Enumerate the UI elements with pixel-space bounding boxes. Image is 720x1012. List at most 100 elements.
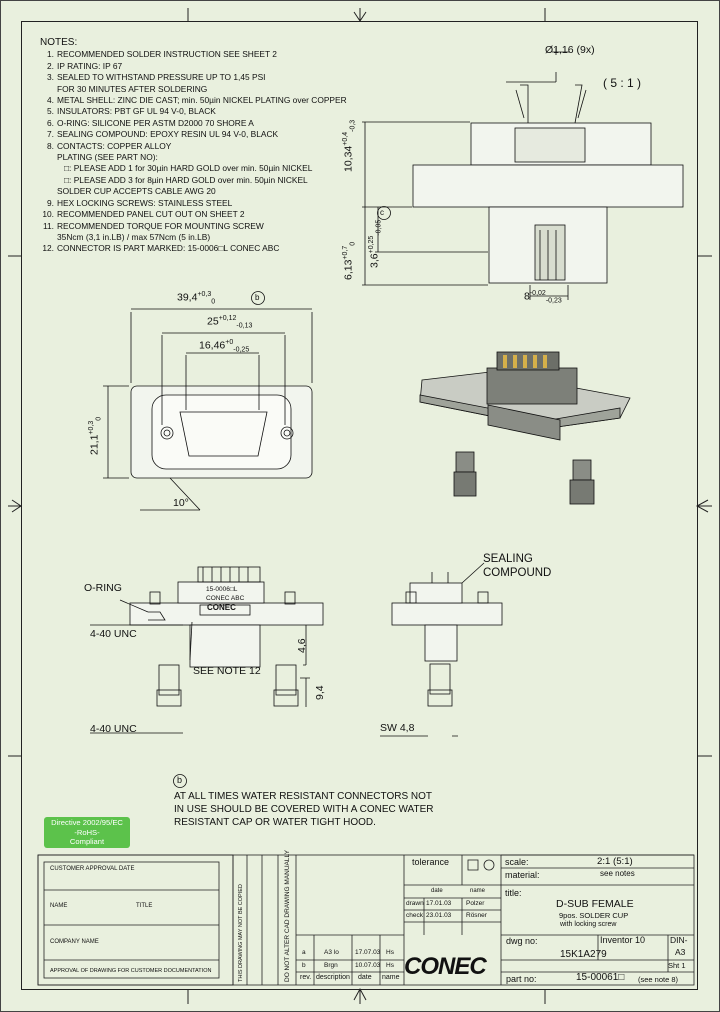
name-header: name xyxy=(470,888,486,894)
notes-block: NOTES: 1.RECOMMENDED SOLDER INSTRUCTION … xyxy=(40,37,347,255)
part-no-value: 15-00061□ xyxy=(576,972,625,983)
front-view xyxy=(130,385,313,479)
do-not-alter-note: DO NOT ALTER CAD DRAWING MANUALLY xyxy=(284,850,291,982)
title-line3: with locking screw xyxy=(560,921,617,928)
note-number: 6. xyxy=(47,117,54,128)
dim-width-25: 25+0,12-0,13 xyxy=(207,315,253,330)
note-item: 11.RECOMMENDED TORQUE FOR MOUNTING SCREW xyxy=(40,221,347,232)
title-line1: D-SUB FEMALE xyxy=(556,898,634,910)
note-text: SEALED TO WITHSTAND PRESSURE UP TO 1,45 … xyxy=(57,72,266,83)
notes-header: NOTES: xyxy=(40,37,78,48)
rev-b-desc: Brgn xyxy=(324,962,338,969)
rev-name-header: name xyxy=(382,974,400,981)
note-item: 1.RECOMMENDED SOLDER INSTRUCTION SEE SHE… xyxy=(40,49,347,60)
rohs-line: -RoHS- xyxy=(74,827,100,837)
rev-header: rev. xyxy=(300,974,312,981)
part-no-label: part no: xyxy=(506,974,537,984)
sw-label: SW 4,8 xyxy=(380,722,415,734)
note-text: RECOMMENDED TORQUE FOR MOUNTING SCREW xyxy=(57,220,264,231)
check-date: 23.01.03 xyxy=(426,912,452,919)
notes-list: 1.RECOMMENDED SOLDER INSTRUCTION SEE SHE… xyxy=(40,49,347,254)
note-item: 10.RECOMMENDED PANEL CUT OUT ON SHEET 2 xyxy=(40,209,347,220)
note-marker-b: b xyxy=(255,293,260,302)
note-number: 9. xyxy=(47,197,54,208)
check-name: Rösner xyxy=(466,912,487,919)
dwg-no-value: Inventor 10 xyxy=(600,935,646,945)
dim-angle: 10° xyxy=(173,497,189,509)
note-text: PLATING (SEE PART NO): xyxy=(57,152,158,163)
approval-name: NAME xyxy=(50,903,68,909)
title-label: title: xyxy=(505,888,522,898)
note-text: METAL SHELL: ZINC DIE CAST; min. 50µin N… xyxy=(57,95,347,106)
dim-width-16: 16,46+0-0,25 xyxy=(199,339,250,354)
approval-company: COMPANY NAME xyxy=(50,939,99,945)
description-header: description xyxy=(316,974,350,981)
side-view-5to1 xyxy=(412,48,684,284)
note-text: O-RING: SILICONE PER ASTM D2000 70 SHORE… xyxy=(57,117,254,128)
marking-line2: CONEC ABC xyxy=(206,595,245,602)
rohs-badge: Directive 2002/95/EC -RoHS- Compliant xyxy=(44,817,130,848)
view-scale-label: ( 5 : 1 ) xyxy=(603,76,642,90)
note-text: SOLDER CUP ACCEPTS CABLE AWG 20 xyxy=(57,186,216,197)
note-text: □: PLEASE ADD 1 for 30µin HARD GOLD over… xyxy=(64,163,313,174)
date-header: date xyxy=(431,888,443,894)
note-number: 7. xyxy=(47,129,54,140)
note-text: □: PLEASE ADD 3 for 8µin HARD GOLD over … xyxy=(64,174,308,185)
rev-a-date: 17.07.03 xyxy=(355,949,381,956)
note-item: SOLDER CUP ACCEPTS CABLE AWG 20 xyxy=(40,186,347,197)
rohs-line: Compliant xyxy=(69,837,105,847)
note-item: 12.CONNECTOR IS PART MARKED: 15-0006□L C… xyxy=(40,243,347,254)
drawn-name: Polzer xyxy=(466,900,485,907)
marking-line1: 15-0006□L xyxy=(206,586,238,593)
note-item: 2.IP RATING: IP 67 xyxy=(40,61,347,72)
note-number: 2. xyxy=(47,60,54,71)
approval-footer: APPROVAL OF DRAWING FOR CUSTOMER DOCUMEN… xyxy=(50,968,212,974)
water-note-marker: b xyxy=(177,775,183,785)
scale-label: scale: xyxy=(505,857,529,867)
isometric-view xyxy=(419,351,631,505)
sealing-callout-2: COMPOUND xyxy=(483,567,552,579)
side-view-bottom-left xyxy=(129,566,324,707)
note-text: FOR 30 MINUTES AFTER SOLDERING xyxy=(57,83,208,94)
side-view-bottom-right xyxy=(391,572,503,707)
note-number: 5. xyxy=(47,106,54,117)
note-item: PLATING (SEE PART NO): xyxy=(40,152,347,163)
note-item: 7.SEALING COMPOUND: EPOXY RESIN UL 94 V-… xyxy=(40,129,347,140)
o-ring-callout: O-RING xyxy=(84,582,122,594)
note-text: 35Ncm (3,1 in.LB) / max 57Ncm (5 in.LB) xyxy=(57,231,211,242)
see-note-callout: SEE NOTE 12 xyxy=(193,665,261,677)
dim-width-8: 8-0,02-0,23 xyxy=(524,290,562,305)
approval-title: CUSTOMER APPROVAL DATE xyxy=(50,866,135,872)
note-text: IP RATING: IP 67 xyxy=(57,60,123,71)
sheet-label: Sht 1 xyxy=(668,961,686,970)
sealing-callout-1: SEALING xyxy=(483,553,533,565)
water-note-line: AT ALL TIMES WATER RESISTANT CONNECTORS … xyxy=(174,791,433,802)
rohs-line: Directive 2002/95/EC xyxy=(51,818,123,827)
note-text: HEX LOCKING SCREWS: STAINLESS STEEL xyxy=(57,197,233,208)
part-no-note: (see note 8) xyxy=(638,975,679,984)
material-label: material: xyxy=(505,870,540,880)
check-label: check xyxy=(406,912,423,919)
note-number: 8. xyxy=(47,140,54,151)
unc-callout-top: 4-40 UNC xyxy=(90,628,137,640)
dim-width-39: 39,4+0,30 xyxy=(177,291,216,306)
conec-logo: CONEC xyxy=(404,953,487,980)
note-item: 3.SEALED TO WITHSTAND PRESSURE UP TO 1,4… xyxy=(40,72,347,83)
note-marker-c: c xyxy=(380,208,384,217)
water-note: AT ALL TIMES WATER RESISTANT CONNECTORS … xyxy=(174,790,433,829)
note-number: 4. xyxy=(47,95,54,106)
title-line2: 9pos. SOLDER CUP xyxy=(559,911,629,920)
note-item: 8.CONTACTS: COPPER ALLOY xyxy=(40,141,347,152)
rev-a: a xyxy=(302,949,306,956)
note-item: □: PLEASE ADD 1 for 30µin HARD GOLD over… xyxy=(40,163,347,174)
scale-value: 2:1 (5:1) xyxy=(597,856,633,867)
dwg-no-label: dwg no: xyxy=(506,936,538,946)
approval-title2: TITLE xyxy=(136,903,153,909)
note-text: RECOMMENDED PANEL CUT OUT ON SHEET 2 xyxy=(57,209,245,220)
hole-dia-label: Ø1,16 (9x) xyxy=(545,44,595,56)
note-item: 35Ncm (3,1 in.LB) / max 57Ncm (5 in.LB) xyxy=(40,232,347,243)
din-label: DIN- xyxy=(670,935,688,945)
